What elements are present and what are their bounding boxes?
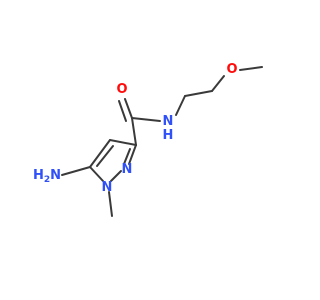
atom-ether-oxygen: O (226, 62, 237, 77)
bond-ether-o-methyl (239, 66, 263, 71)
bond-carbonyl-oxygen-double (118, 100, 127, 122)
bond-carbonyl-oxygen (124, 98, 133, 119)
atom-ring-nitrogen-2: N (122, 162, 133, 177)
atom-amide-nitrogen: N (163, 114, 174, 129)
molecule-structure: O O N H N N H2N (33, 62, 263, 217)
bond-n1-methyl (108, 191, 113, 217)
bond-c3-n2 (128, 144, 137, 165)
atom-carbonyl-oxygen: O (116, 82, 127, 97)
atom-amino-group: H2N (33, 168, 61, 185)
amino-n: N (50, 168, 61, 183)
bond-amide-n-ch2 (175, 95, 186, 116)
bond-n2-n1 (110, 170, 122, 182)
bond-layer (61, 66, 263, 217)
bond-c3-n2-double (123, 148, 131, 165)
bond-ch2-ether-o (211, 75, 225, 92)
atom-labels: O O N H N N H2N (33, 62, 238, 195)
bond-c5-c4-double (96, 145, 114, 167)
bond-c4-c3 (109, 139, 137, 146)
bond-c3-carbonyl (131, 117, 137, 146)
amino-h: H (33, 168, 44, 183)
bond-c5-amino (61, 166, 91, 176)
atom-ring-nitrogen-1: N (102, 180, 113, 195)
amino-subscript: 2 (44, 175, 50, 185)
atom-amide-nitrogen-hydrogen: H (163, 128, 174, 143)
bond-carbonyl-amide-n (131, 117, 161, 122)
bond-c5-c4 (89, 139, 111, 168)
bond-n1-c5 (89, 166, 104, 182)
bond-ch2-ch2 (184, 90, 213, 97)
